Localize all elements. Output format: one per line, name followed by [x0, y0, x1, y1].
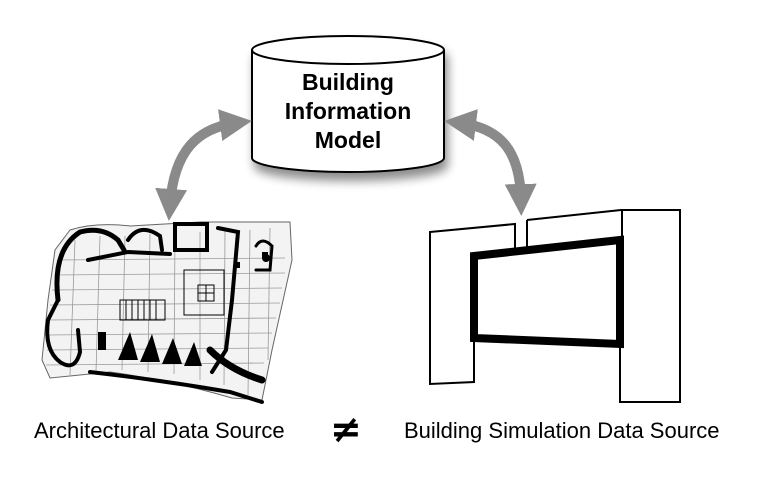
bim-label-line-1: Building	[302, 69, 394, 95]
database-cylinder-icon	[251, 35, 445, 173]
left-double-arrow-icon	[155, 109, 252, 221]
floor-plan-icon	[41, 221, 293, 404]
not-equal-symbol: ≠	[330, 407, 362, 451]
building-simulation-data-source-caption: Building Simulation Data Source	[404, 418, 720, 443]
bim-label-line-3: Model	[315, 127, 381, 153]
thermal-zone-model-icon	[429, 209, 681, 403]
right-double-arrow-icon	[444, 109, 537, 216]
architectural-data-source-caption: Architectural Data Source	[34, 418, 285, 443]
bim-label-line-2: Information	[285, 98, 412, 124]
